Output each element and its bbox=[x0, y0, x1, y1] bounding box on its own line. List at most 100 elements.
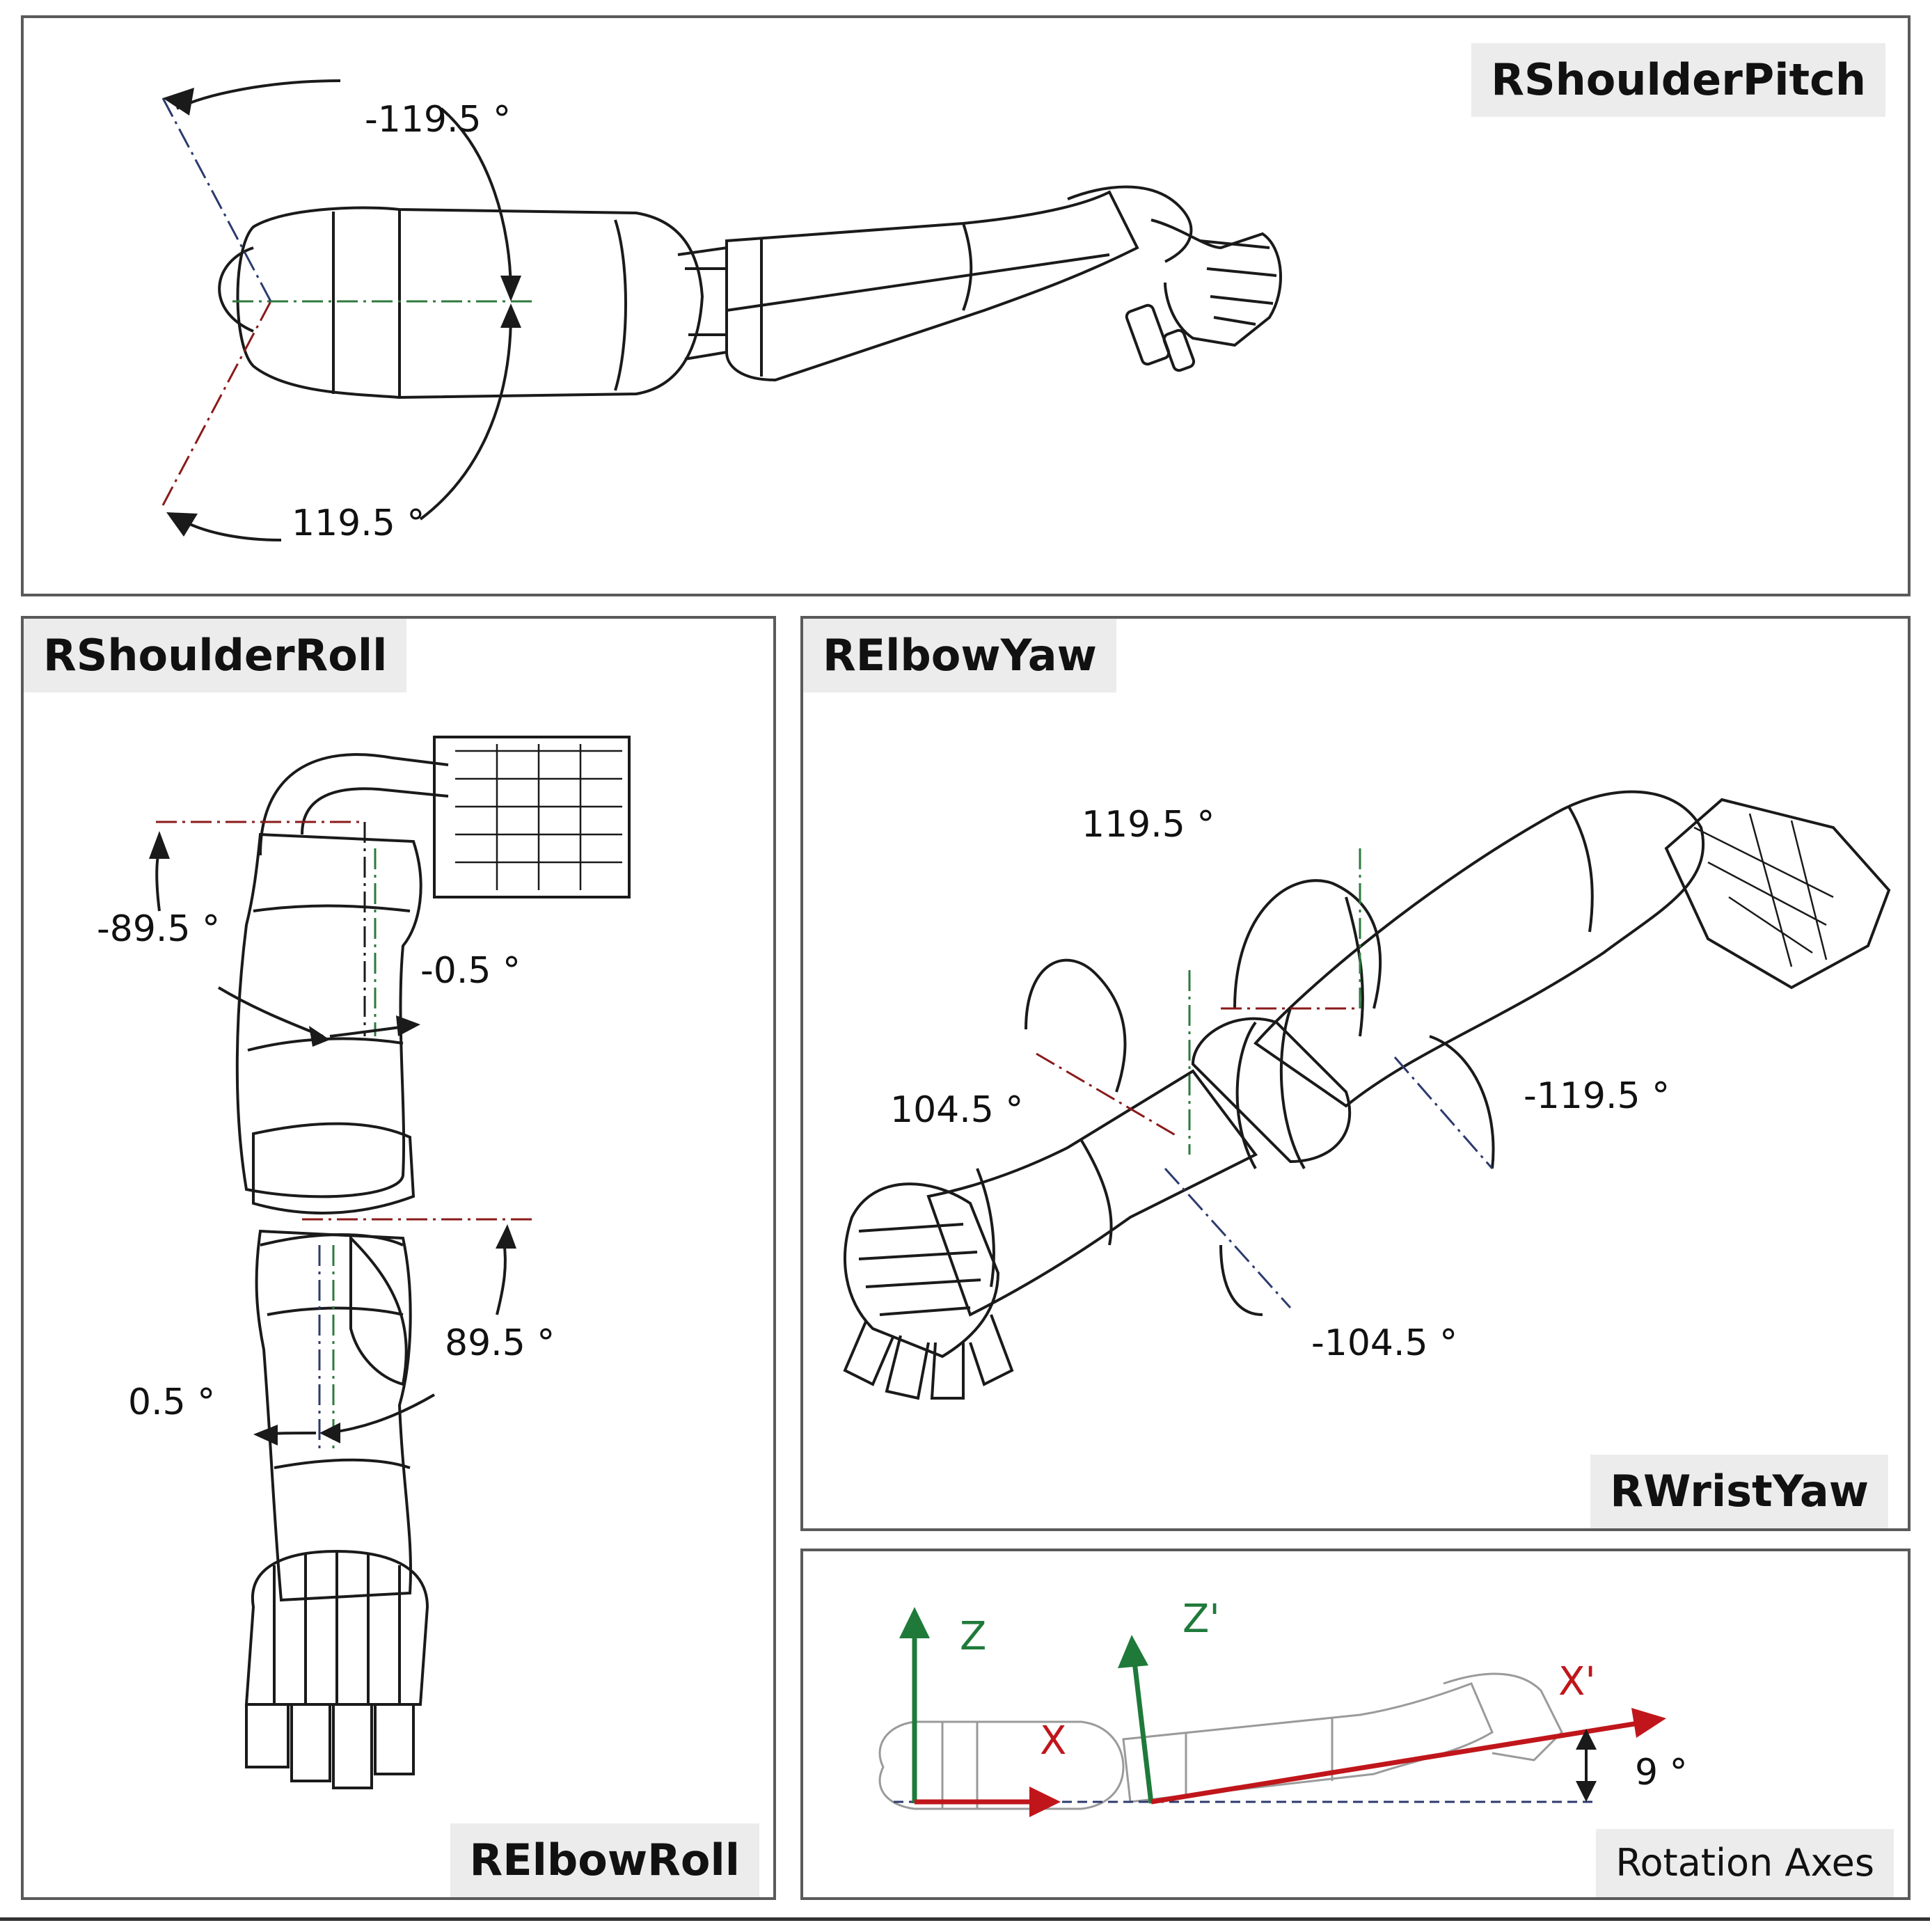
elbow-limit-blue bbox=[1393, 1056, 1494, 1169]
gripper-outline bbox=[1664, 798, 1891, 990]
arrowhead-icon bbox=[500, 276, 521, 301]
bottom-rule bbox=[0, 1917, 1930, 1921]
elbow-outline bbox=[1191, 1017, 1352, 1164]
elbow-yaw-drawing bbox=[843, 790, 1891, 1400]
elbow-seam bbox=[1235, 1021, 1257, 1169]
wrist-outline bbox=[1067, 185, 1193, 263]
shoulder-arc-down bbox=[217, 986, 324, 1038]
angle-label: -119.5 ° bbox=[365, 99, 512, 141]
arm-fore-outline bbox=[1122, 1682, 1494, 1803]
arrowhead-icon bbox=[500, 303, 521, 328]
arrowhead-icon bbox=[396, 1015, 420, 1036]
upper-arm-seam bbox=[1567, 805, 1594, 933]
arrowhead-icon bbox=[166, 512, 198, 537]
arrowhead-icon bbox=[496, 1224, 516, 1249]
z-prime-axis bbox=[1131, 1655, 1154, 1804]
angle-label: -89.5 ° bbox=[97, 908, 221, 950]
angle-label: 9 ° bbox=[1635, 1752, 1688, 1794]
fingertips bbox=[843, 1314, 1014, 1400]
angle-arrow-down-icon bbox=[1576, 1781, 1597, 1802]
shoulder-inner bbox=[301, 787, 449, 835]
angle-label: 0.5 ° bbox=[128, 1381, 216, 1423]
upper-arm-outline bbox=[235, 832, 422, 1198]
hand-outline bbox=[844, 1182, 1000, 1359]
fingertips bbox=[245, 1704, 415, 1789]
z-prime-arrow-icon bbox=[1118, 1635, 1148, 1668]
arrowhead-icon bbox=[319, 1423, 340, 1443]
x-prime-axis-label: X' bbox=[1558, 1659, 1596, 1704]
elbow-arc-top bbox=[1233, 879, 1382, 1009]
hand-outline bbox=[244, 1549, 429, 1706]
angle-label: -119.5 ° bbox=[1524, 1075, 1670, 1117]
arm-upper-outline bbox=[878, 1720, 1125, 1810]
finger-lines bbox=[1199, 239, 1277, 326]
forearm-pad bbox=[349, 1235, 408, 1386]
forearm-outline bbox=[725, 190, 1139, 382]
forearm-seam bbox=[274, 1458, 411, 1469]
arm-hand-outline bbox=[1443, 1672, 1563, 1761]
neg-limit-line bbox=[161, 97, 272, 302]
x-prime-arrow-icon bbox=[1631, 1708, 1666, 1738]
motor-block-outline bbox=[433, 736, 631, 898]
panel-title: RElbowYaw bbox=[803, 619, 1116, 692]
shoulder-outline bbox=[259, 753, 449, 856]
finger-lines bbox=[858, 1223, 981, 1316]
panel-title: RShoulderRoll bbox=[24, 619, 407, 692]
panel-rotation-axes: Z X Z' X' 9 ° Rotation Axes bbox=[800, 1549, 1911, 1900]
upper-arm-seam bbox=[247, 1037, 404, 1052]
neg-arc-right bbox=[440, 107, 512, 294]
pos-arc-right bbox=[419, 313, 512, 521]
shoulder-pitch-drawing bbox=[161, 79, 1282, 541]
upper-arm-outline bbox=[236, 206, 704, 399]
wrist-limit-red bbox=[1036, 1052, 1180, 1139]
panel-title: Rotation Axes bbox=[1596, 1829, 1894, 1897]
arrowhead-icon bbox=[309, 1026, 330, 1047]
pos-arc-bottom bbox=[179, 518, 282, 541]
angle-label: 104.5 ° bbox=[890, 1089, 1024, 1131]
thumb-tip bbox=[1162, 328, 1196, 372]
panel-elbow-yaw: RElbowYaw 119.5 ° 104.5 ° -119.5 ° -104.… bbox=[800, 616, 1911, 1531]
angle-arrow-up-icon bbox=[1576, 1729, 1597, 1750]
panel-title-bottom: RElbowRoll bbox=[450, 1823, 759, 1897]
angle-label: 119.5 ° bbox=[1082, 804, 1215, 846]
panel-title: RShoulderPitch bbox=[1471, 43, 1885, 117]
elbow-outline bbox=[252, 1122, 416, 1214]
forearm-seam bbox=[1080, 1139, 1113, 1246]
elbow-arc-right bbox=[1429, 1035, 1495, 1169]
angle-label: -0.5 ° bbox=[420, 950, 521, 992]
z-arrow-icon bbox=[899, 1607, 930, 1638]
angle-label: 119.5 ° bbox=[292, 502, 425, 544]
elbow-arc-down bbox=[326, 1393, 436, 1434]
shoulder-roll-drawing bbox=[149, 736, 631, 1789]
upper-arm-seam bbox=[614, 219, 627, 391]
arrowhead-icon bbox=[163, 88, 194, 116]
angle-label: 89.5 ° bbox=[445, 1322, 555, 1364]
upper-arm-seam bbox=[253, 904, 411, 912]
forearm-seam bbox=[962, 223, 973, 311]
pos-limit-line bbox=[161, 301, 272, 506]
rotation-axes-drawing bbox=[878, 1607, 1666, 1817]
wrist-arc-top bbox=[1025, 958, 1127, 1093]
x-arrow-icon bbox=[1029, 1787, 1061, 1817]
x-prime-axis bbox=[1150, 1720, 1639, 1805]
neg-arc-top bbox=[176, 79, 341, 110]
wrist-arc-bottom bbox=[1219, 1244, 1263, 1316]
motor-block-detail bbox=[455, 744, 622, 890]
forearm-outline bbox=[926, 1069, 1258, 1317]
elbow-seam bbox=[1279, 1008, 1306, 1169]
angle-label: -104.5 ° bbox=[1311, 1322, 1458, 1364]
x-axis-label: X bbox=[1040, 1718, 1067, 1764]
panel-shoulder-pitch: -119.5 ° 119.5 ° RShoulderPitch bbox=[21, 15, 1911, 596]
forearm-midline bbox=[726, 253, 1110, 312]
finger-lines bbox=[273, 1551, 401, 1704]
panel-shoulder-roll: RShoulderRoll -89.5 ° -0.5 ° 89.5 ° 0.5 … bbox=[21, 616, 776, 1900]
forearm-outline bbox=[255, 1229, 412, 1602]
upper-arm-outline bbox=[1253, 790, 1705, 1108]
hand-outline bbox=[1150, 219, 1282, 347]
gripper-detail bbox=[1693, 813, 1834, 967]
forearm-seam bbox=[976, 1168, 995, 1288]
arrowhead-icon bbox=[253, 1425, 278, 1446]
panel-title-bottom: RWristYaw bbox=[1590, 1455, 1888, 1528]
z-axis-label: Z bbox=[960, 1614, 987, 1659]
thumb-outline bbox=[1125, 303, 1171, 366]
